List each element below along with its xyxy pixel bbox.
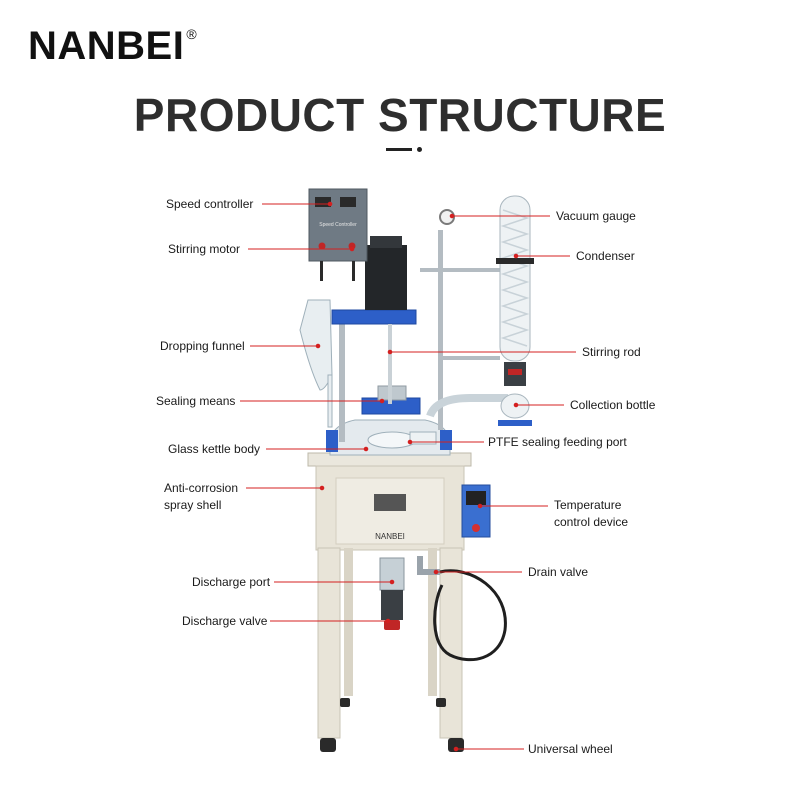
leader-lines-left <box>240 201 395 624</box>
leg-back-right <box>428 548 437 696</box>
support-pole-right <box>438 230 443 430</box>
wheel-back-right <box>436 698 446 707</box>
label-glass-kettle-body: Glass kettle body <box>168 442 261 456</box>
brand-name: NANBEI <box>28 24 185 68</box>
leg-front-left <box>317 547 341 739</box>
support-crossbar <box>420 268 510 272</box>
speed-controller-knob-1 <box>318 242 326 250</box>
label-dropping-funnel: Dropping funnel <box>160 339 245 353</box>
label-stirring-motor: Stirring motor <box>168 242 241 256</box>
leader-lines-right <box>387 213 576 752</box>
support-crossbar-lower <box>440 356 500 360</box>
speed-controller-display-2 <box>340 197 356 207</box>
stirring-motor-cap <box>370 236 402 248</box>
condenser-clamp <box>496 258 534 264</box>
label-condenser: Condenser <box>576 249 635 263</box>
label-anti-corrosion-line1: Anti-corrosion <box>164 481 239 495</box>
vapor-tube <box>426 394 508 418</box>
ptfe-port <box>409 431 437 445</box>
discharge-port-body <box>379 557 405 591</box>
page-title: PRODUCT STRUCTURE <box>133 89 667 141</box>
label-discharge-valve: Discharge valve <box>182 614 268 628</box>
controller-cable <box>320 261 323 281</box>
speed-controller-display-1 <box>315 197 331 207</box>
cabinet-nameplate <box>374 494 406 511</box>
label-stirring-rod: Stirring rod <box>582 345 641 359</box>
label-speed-controller: Speed controller <box>166 197 254 211</box>
temp-controller-knob <box>472 524 480 532</box>
registered-mark: ® <box>186 25 198 42</box>
leg-back-left <box>344 548 353 696</box>
hose <box>433 569 507 662</box>
label-anti-corrosion-line2: spray shell <box>164 498 222 512</box>
label-ptfe-port: PTFE sealing feeding port <box>488 435 627 449</box>
title-underline <box>386 148 412 151</box>
collection-bottle-stand <box>498 420 532 426</box>
speed-controller-panel-text: Speed Controller <box>319 222 357 228</box>
leg-front-right <box>439 547 463 739</box>
temp-controller-display <box>466 491 486 505</box>
title-dot <box>417 147 422 152</box>
discharge-valve-body <box>381 590 403 620</box>
drain-pipe <box>417 556 440 575</box>
label-vacuum-gauge: Vacuum gauge <box>556 209 636 223</box>
label-collection-bottle: Collection bottle <box>570 398 656 412</box>
controller-cable-2 <box>352 261 355 281</box>
condenser-coil <box>500 209 530 347</box>
label-universal-wheel: Universal wheel <box>528 742 613 756</box>
condenser-joint-red <box>508 369 522 375</box>
brand-logo: NANBEI® <box>28 24 197 69</box>
kettle-clamp-left <box>326 430 338 452</box>
support-pole <box>339 312 345 442</box>
kettle-clamp-right <box>440 430 452 450</box>
stirring-rod <box>388 324 392 404</box>
cabinet-brand: NANBEI <box>375 532 405 541</box>
label-drain-valve: Drain valve <box>528 565 589 579</box>
label-temperature-line1: Temperature <box>554 498 622 512</box>
motor-mount <box>331 309 417 325</box>
stirring-motor-body <box>365 245 407 310</box>
kettle-inner <box>367 431 417 449</box>
label-sealing-means: Sealing means <box>156 394 236 408</box>
label-temperature-line2: control device <box>554 515 629 529</box>
wheel-back-left <box>340 698 350 707</box>
wheel-left <box>320 738 336 752</box>
label-discharge-port: Discharge port <box>192 575 271 589</box>
